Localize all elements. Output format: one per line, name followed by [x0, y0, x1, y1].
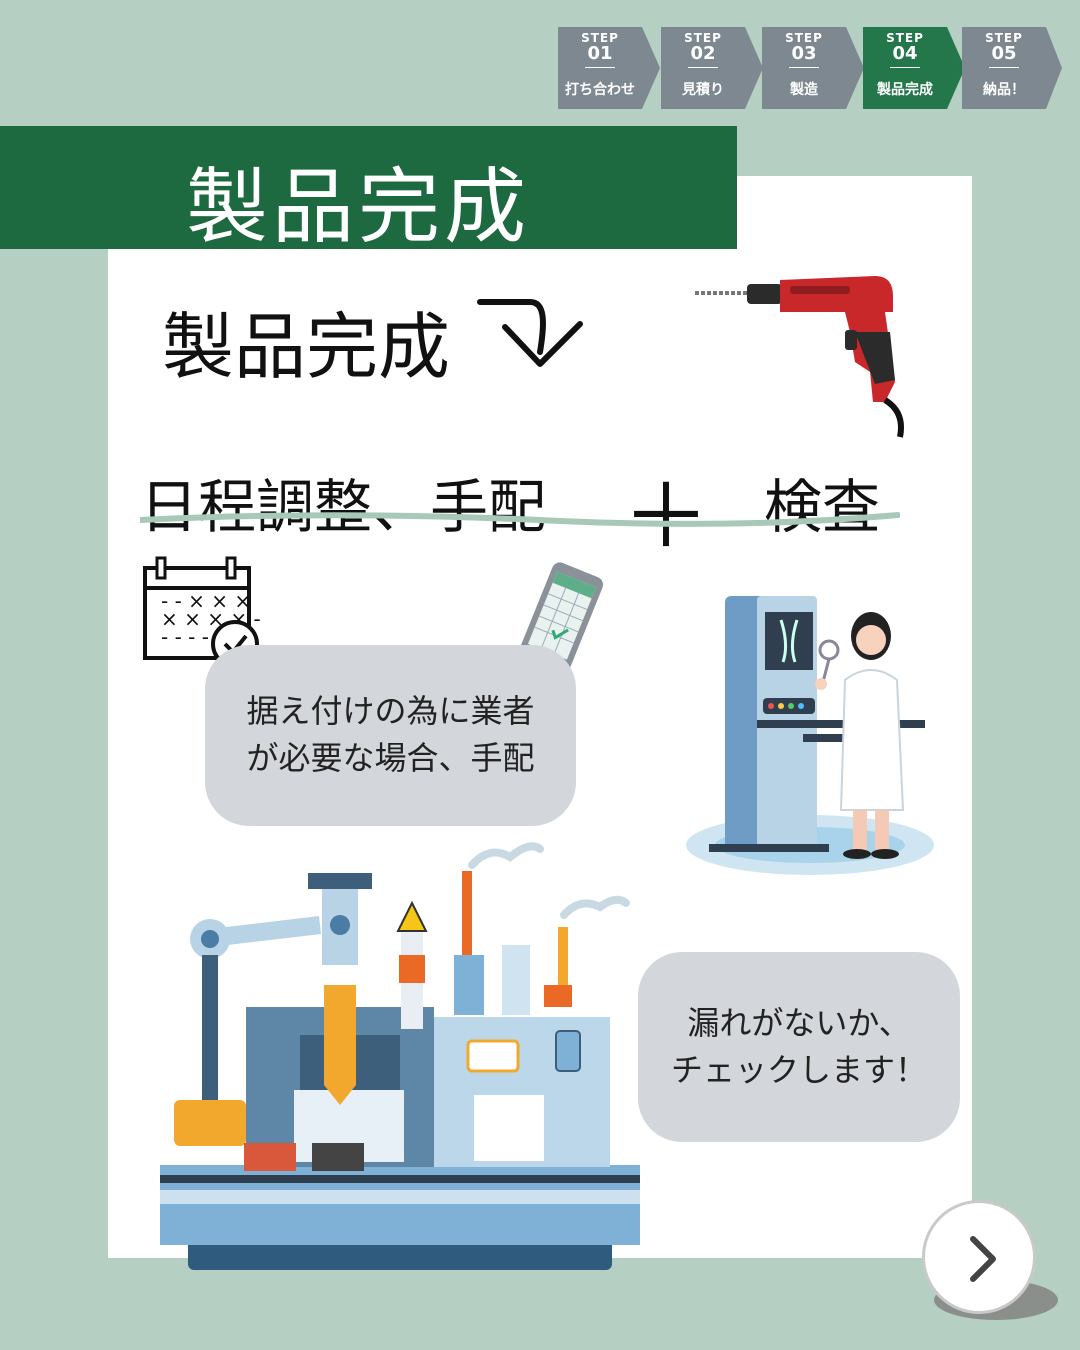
step-label: STEP: [985, 31, 1023, 45]
step-name: 納品！: [983, 82, 1025, 98]
tasks-heading: 日程調整、手配: [140, 473, 547, 541]
step-03-chevron: [762, 27, 864, 109]
step-divider: [890, 67, 920, 68]
factory-machine-illustration: [160, 842, 640, 1270]
step-divider: [789, 67, 819, 68]
next-arrow-icon: [970, 1236, 996, 1282]
step-number: 05: [991, 43, 1017, 64]
title-band: 製品完成: [0, 126, 737, 255]
note-line: 据え付けの為に業者: [246, 692, 535, 730]
step-name: 製品完成: [877, 82, 933, 98]
section-subtitle: 製品完成: [162, 305, 451, 389]
svg-text:- - × × ×: - - × × ×: [161, 589, 251, 613]
next-button[interactable]: [922, 1200, 1036, 1314]
step-02-chevron: [661, 27, 763, 109]
note-line: 漏れがないか、: [687, 1004, 911, 1042]
curved-arrow-icon: [477, 299, 583, 367]
step-progress: STEP 01 打ち合わせ STEP 02 見積り STEP 03 製造 STE…: [558, 27, 1063, 109]
step-number: 02: [690, 43, 716, 64]
step-divider: [585, 67, 615, 68]
step-05-chevron: [962, 27, 1062, 109]
step-name: 打ち合わせ: [565, 82, 635, 98]
inspection-note: 漏れがないか、 チェックします！: [638, 952, 960, 1142]
note-line: チェックします！: [670, 1051, 927, 1089]
step-label: STEP: [684, 31, 722, 45]
plus-sign: ＋: [622, 465, 711, 568]
page-title: 製品完成: [186, 160, 531, 255]
inspection-heading: 検査: [764, 473, 881, 541]
step-name: 製造: [790, 82, 818, 98]
step-divider: [989, 67, 1019, 68]
step-number: 04: [892, 43, 918, 64]
drill-icon: [695, 276, 904, 438]
step-name: 見積り: [682, 82, 724, 98]
note-line: が必要な場合、手配: [246, 739, 535, 777]
step-number: 01: [587, 43, 613, 64]
step-04-chevron: [863, 27, 965, 109]
step-label: STEP: [581, 31, 619, 45]
arrangement-note: 据え付けの為に業者 が必要な場合、手配: [205, 645, 576, 826]
phone-calendar-icon: [520, 562, 604, 671]
step-01-chevron: [558, 27, 660, 109]
step-label: STEP: [785, 31, 823, 45]
svg-text:- - - -: - - - -: [161, 625, 209, 649]
step-divider: [688, 67, 718, 68]
xray-inspection-illustration: [686, 596, 934, 875]
underline-stroke: [140, 512, 900, 527]
step-number: 03: [791, 43, 817, 64]
step-label: STEP: [886, 31, 924, 45]
